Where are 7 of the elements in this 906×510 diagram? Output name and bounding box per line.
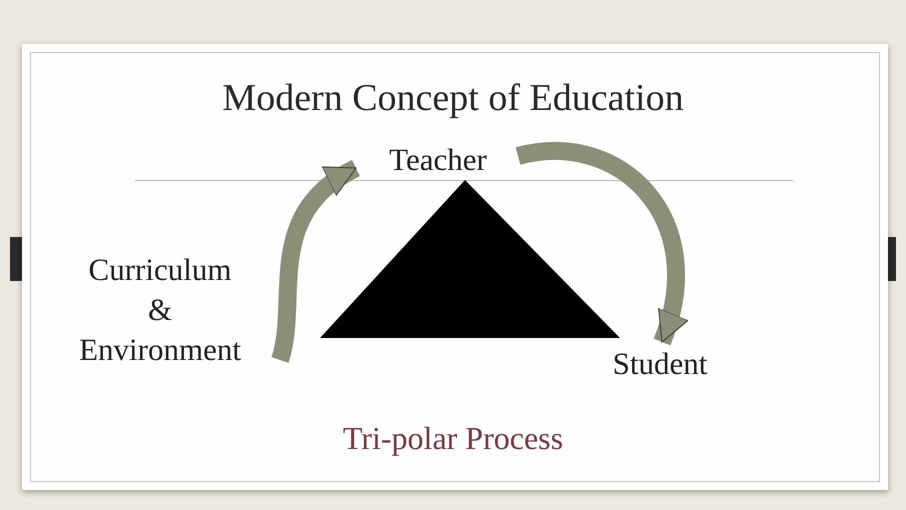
caption: Tri-polar Process xyxy=(342,420,564,457)
node-label: Teacher xyxy=(389,140,487,179)
node-label: Student xyxy=(612,344,708,383)
node-label: Curriculum & Environment xyxy=(79,250,241,370)
curved-arrow xyxy=(516,142,687,345)
curved-arrow xyxy=(271,160,361,362)
title: Modern Concept of Education xyxy=(221,76,685,120)
